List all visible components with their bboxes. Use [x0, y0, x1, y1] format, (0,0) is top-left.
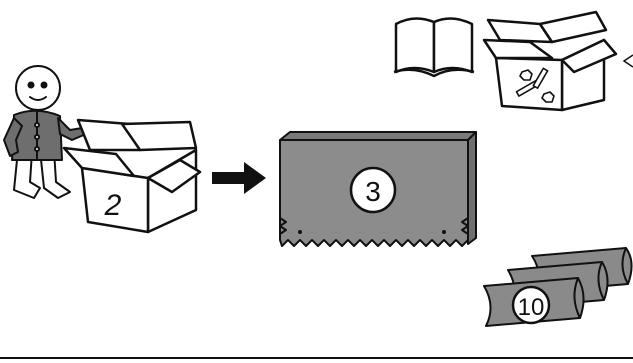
box-step-number: 2 — [104, 189, 122, 222]
rolls-step-number: 10 — [518, 294, 545, 321]
panel-step-number: 3 — [365, 176, 381, 207]
open-box-icon — [62, 118, 202, 234]
roll-stack-icon — [483, 247, 633, 327]
hardware-box-icon — [482, 10, 618, 112]
person-icon — [3, 65, 95, 199]
manual-book-icon — [393, 17, 475, 78]
pointer-mark — [622, 54, 633, 68]
gray-panel-icon — [279, 131, 477, 247]
arrow-right-icon — [212, 162, 266, 194]
